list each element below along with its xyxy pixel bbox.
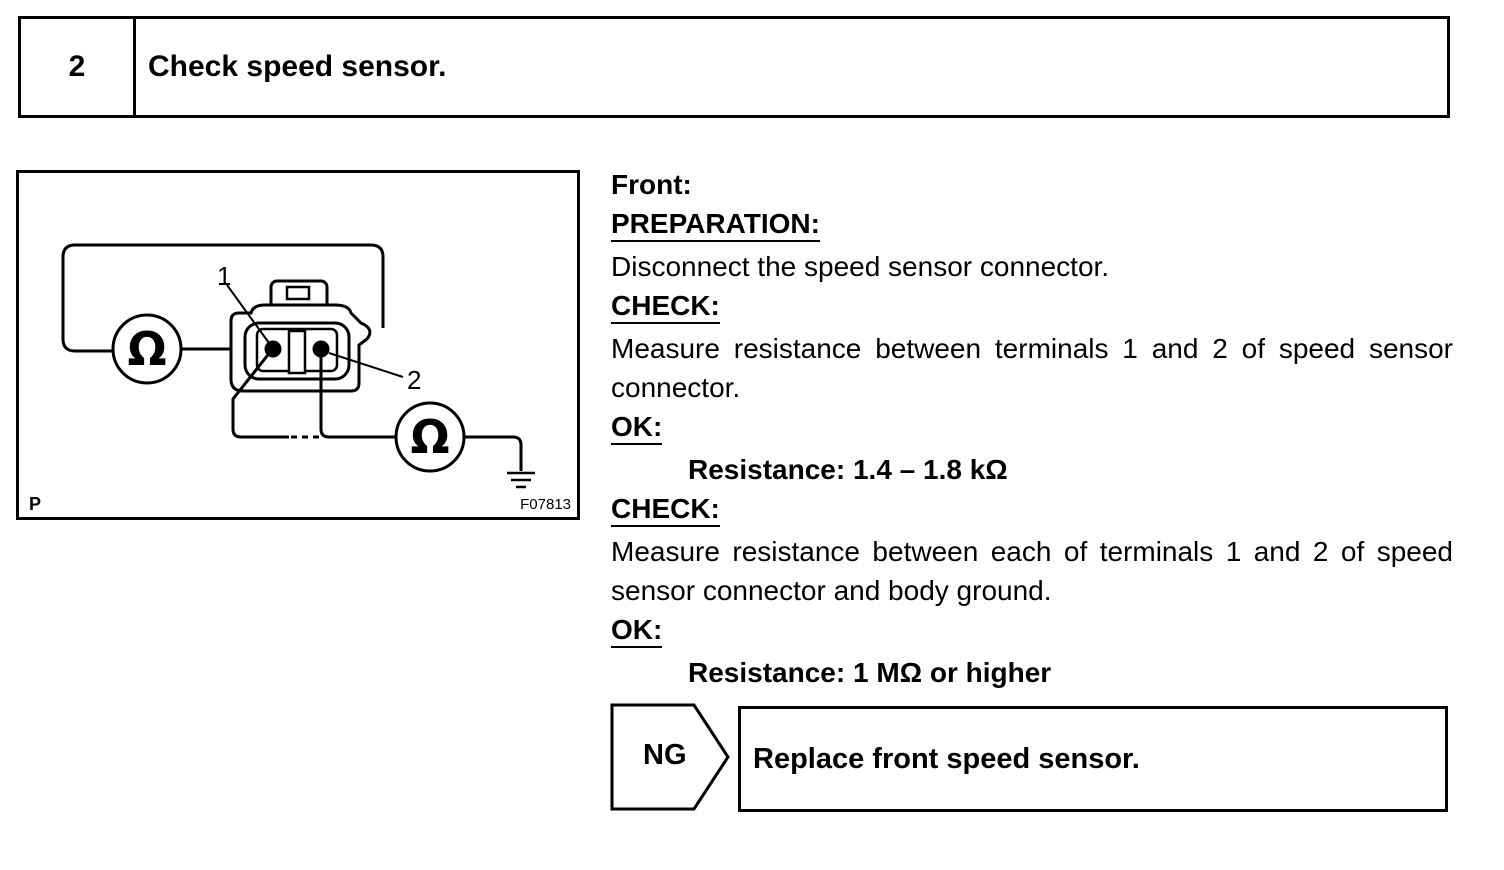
check1-heading: CHECK: xyxy=(611,290,720,324)
leader-line-2 xyxy=(328,352,404,378)
figure-corner-letter: P xyxy=(29,494,42,514)
figure-code: F07813 xyxy=(520,496,571,513)
ohm-symbol-2: Ω xyxy=(410,410,449,464)
speed-sensor-diagram: Ω Ω 1 2 xyxy=(61,243,535,489)
meter1-wire-loop xyxy=(61,243,385,353)
ng-action: Replace front speed sensor. xyxy=(738,706,1448,812)
ng-result: NG Replace front speed sensor. xyxy=(610,703,1450,813)
check1-text: Measure resistance between terminals 1 a… xyxy=(611,333,1453,403)
ok1-heading: OK: xyxy=(611,411,663,445)
leader-line-1 xyxy=(226,284,270,344)
wiring-figure: Ω Ω 1 2 P F07813 xyxy=(16,170,580,520)
connector-icon xyxy=(229,279,372,393)
preparation-heading: PREPARATION: xyxy=(611,208,820,242)
ok1-spec: Resistance: 1.4 – 1.8 kΩ xyxy=(688,454,1008,485)
step-number: 2 xyxy=(21,19,136,115)
ng-label: NG xyxy=(643,739,687,771)
terminal-label-1: 1 xyxy=(217,261,231,291)
ok2-spec: Resistance: 1 MΩ or higher xyxy=(688,657,1052,688)
check2-heading: CHECK: xyxy=(611,493,720,527)
instructions: Front: PREPARATION: Disconnect the speed… xyxy=(611,165,1453,692)
ok2-heading: OK: xyxy=(611,614,663,648)
ohm-symbol-1: Ω xyxy=(127,322,166,376)
meter2-wire-ground xyxy=(463,435,523,471)
meter2-wire-terminal2 xyxy=(319,351,397,439)
ng-arrow-icon xyxy=(610,703,730,811)
location-heading: Front: xyxy=(611,169,692,200)
meter2-wire-terminal1 xyxy=(231,350,289,439)
terminal-label-2: 2 xyxy=(407,365,421,395)
step-title: Check speed sensor. xyxy=(148,50,447,83)
step-header: 2 Check speed sensor. xyxy=(18,16,1450,118)
check2-text: Measure resistance between each of termi… xyxy=(611,536,1453,606)
ground-icon xyxy=(507,471,535,489)
ohmmeter-1-icon xyxy=(111,313,183,385)
preparation-text: Disconnect the speed sensor connector. xyxy=(611,251,1110,282)
ohmmeter-2-icon xyxy=(394,401,466,473)
